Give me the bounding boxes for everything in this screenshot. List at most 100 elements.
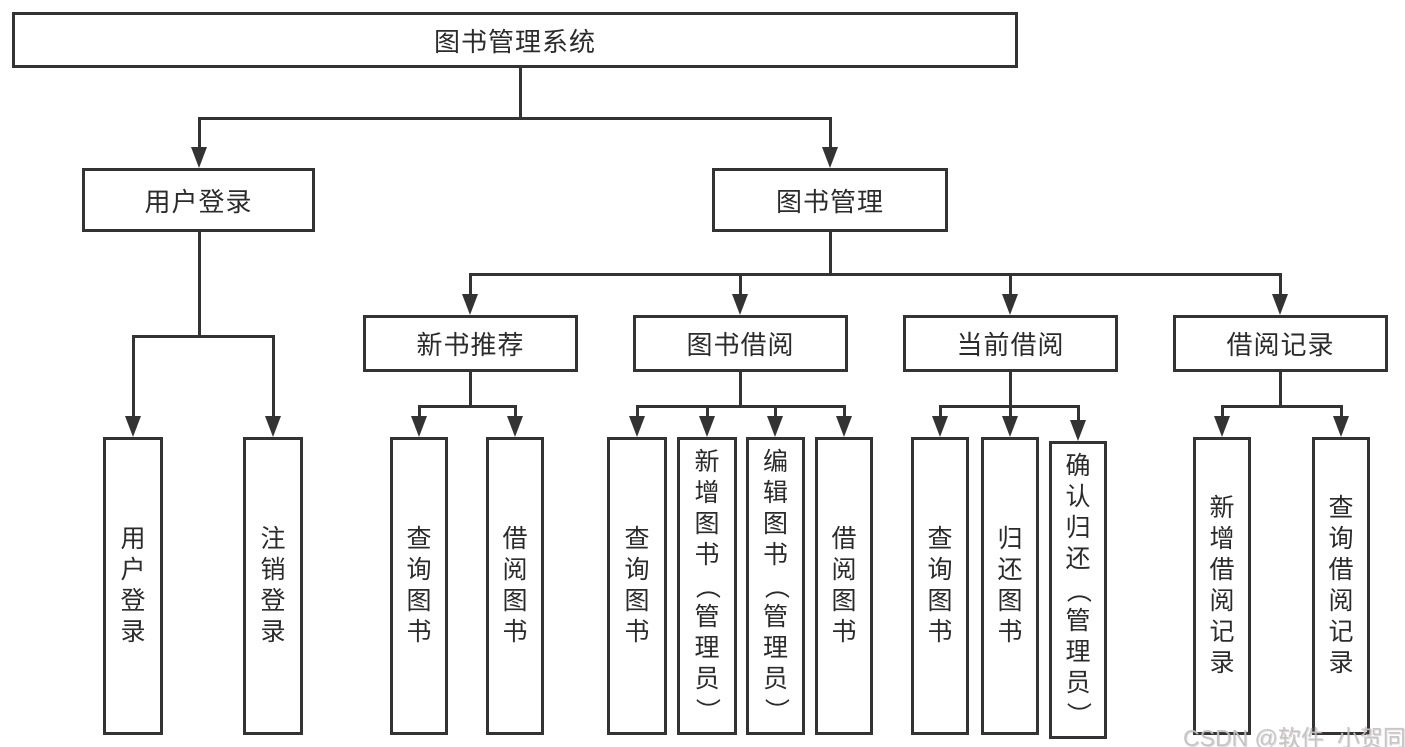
arrow-down-icon (932, 416, 948, 437)
connector-line (828, 117, 832, 147)
arrow-down-icon (1333, 416, 1349, 437)
node-leaf-confirm-return-admin: 确认归还（管理员） (1049, 441, 1107, 739)
connector-line (635, 405, 639, 416)
vertical-char: 注 (260, 525, 286, 553)
arrow-down-icon (1272, 294, 1288, 315)
vertical-char: 图 (406, 587, 432, 615)
connector-line (518, 68, 522, 120)
node-leaf-query-books-borrow: 查询图书 (607, 437, 667, 735)
vertical-char: ） (761, 697, 790, 723)
vertical-char: 书 (406, 618, 432, 646)
node-leaf-user-login: 用户登录 (103, 437, 163, 735)
vertical-char: 图 (762, 509, 788, 538)
vertical-char: ） (1064, 701, 1093, 727)
watermark: CSDN @软件_小贺同学 (1183, 725, 1405, 747)
node-leaf-edit-book-admin: 编辑图书（管理员） (746, 437, 805, 735)
vertical-char: 书 (502, 618, 528, 646)
node-leaf-query-books-current: 查询图书 (911, 437, 969, 735)
arrow-down-icon (1002, 294, 1018, 315)
node-leaf-query-borrow-record: 查询借阅记录 (1312, 437, 1370, 735)
vertical-char: 新 (1209, 494, 1235, 522)
node-leaf-query-books-recommend: 查询图书 (390, 437, 448, 735)
vertical-char: 用 (120, 525, 146, 553)
vertical-char: 新 (694, 447, 720, 476)
connector-line (1008, 405, 1012, 416)
vertical-char: 查 (624, 525, 650, 553)
vertical-char: （ (1064, 577, 1093, 603)
vertical-char: 理 (694, 633, 720, 662)
vertical-char: 阅 (1209, 587, 1235, 615)
arrow-down-icon (411, 416, 427, 437)
vertical-char: 管 (762, 602, 788, 631)
vertical-char: 询 (927, 556, 953, 584)
connector-line (131, 335, 275, 338)
connector-line (197, 232, 201, 338)
vertical-char: 登 (260, 587, 286, 615)
vertical-char: 查 (927, 525, 953, 553)
connector-line (417, 405, 421, 416)
vertical-char: 登 (120, 587, 146, 615)
node-leaf-add-borrow-record: 新增借阅记录 (1193, 437, 1251, 735)
connector-line (828, 232, 832, 276)
vertical-char: 编 (762, 447, 788, 476)
vertical-char: 员 (1065, 668, 1091, 697)
connector-line (1076, 405, 1080, 420)
connector-line (271, 335, 275, 416)
vertical-char: 理 (1065, 637, 1091, 666)
connector-line (738, 372, 742, 408)
arrow-down-icon (507, 416, 523, 437)
connector-line (738, 273, 742, 294)
vertical-char: 销 (260, 556, 286, 584)
vertical-char: 员 (762, 664, 788, 693)
node-leaf-logout: 注销登录 (243, 437, 303, 735)
connector-line (938, 405, 942, 416)
vertical-char: 管 (1065, 606, 1091, 635)
vertical-char: 管 (694, 602, 720, 631)
connector-line (468, 273, 472, 294)
vertical-char: 书 (831, 618, 857, 646)
connector-line (1220, 405, 1343, 408)
vertical-char: 图 (831, 587, 857, 615)
vertical-char: 辑 (762, 478, 788, 507)
vertical-char: 图 (502, 587, 528, 615)
vertical-char: 查 (406, 525, 432, 553)
node-borrow-records: 借阅记录 (1173, 315, 1388, 372)
vertical-char: 阅 (1328, 587, 1354, 615)
vertical-char: 确 (1065, 451, 1091, 480)
vertical-char: 询 (406, 556, 432, 584)
connector-line (1278, 273, 1282, 294)
vertical-char: 图 (694, 509, 720, 538)
vertical-char: 录 (260, 618, 286, 646)
connector-line (468, 372, 472, 408)
node-leaf-add-book-admin: 新增图书（管理员） (677, 437, 737, 735)
node-user-login: 用户登录 (82, 168, 315, 232)
connector-line (1339, 405, 1343, 416)
vertical-char: 询 (1328, 525, 1354, 553)
vertical-char: 书 (927, 618, 953, 646)
vertical-char: 书 (694, 540, 720, 569)
vertical-char: 理 (762, 633, 788, 662)
connector-line (197, 117, 201, 147)
vertical-char: 借 (831, 525, 857, 553)
arrow-down-icon (125, 416, 141, 437)
connector-line (1220, 405, 1224, 416)
node-leaf-return-books: 归还图书 (981, 437, 1039, 735)
arrow-down-icon (699, 416, 715, 437)
connector-line (635, 405, 846, 408)
vertical-char: 归 (997, 525, 1023, 553)
vertical-char: 阅 (831, 556, 857, 584)
vertical-char: 员 (694, 664, 720, 693)
connector-line (417, 405, 517, 408)
connector-line (513, 405, 517, 416)
vertical-char: ） (693, 697, 722, 723)
node-leaf-borrow-books-recommend: 借阅图书 (486, 437, 544, 735)
vertical-char: 记 (1209, 618, 1235, 646)
connector-line (1278, 372, 1282, 408)
vertical-char: 书 (997, 618, 1023, 646)
arrow-down-icon (1070, 420, 1086, 441)
vertical-char: 图 (624, 587, 650, 615)
arrow-down-icon (822, 147, 838, 168)
vertical-char: （ (761, 573, 790, 599)
vertical-char: 借 (1328, 556, 1354, 584)
